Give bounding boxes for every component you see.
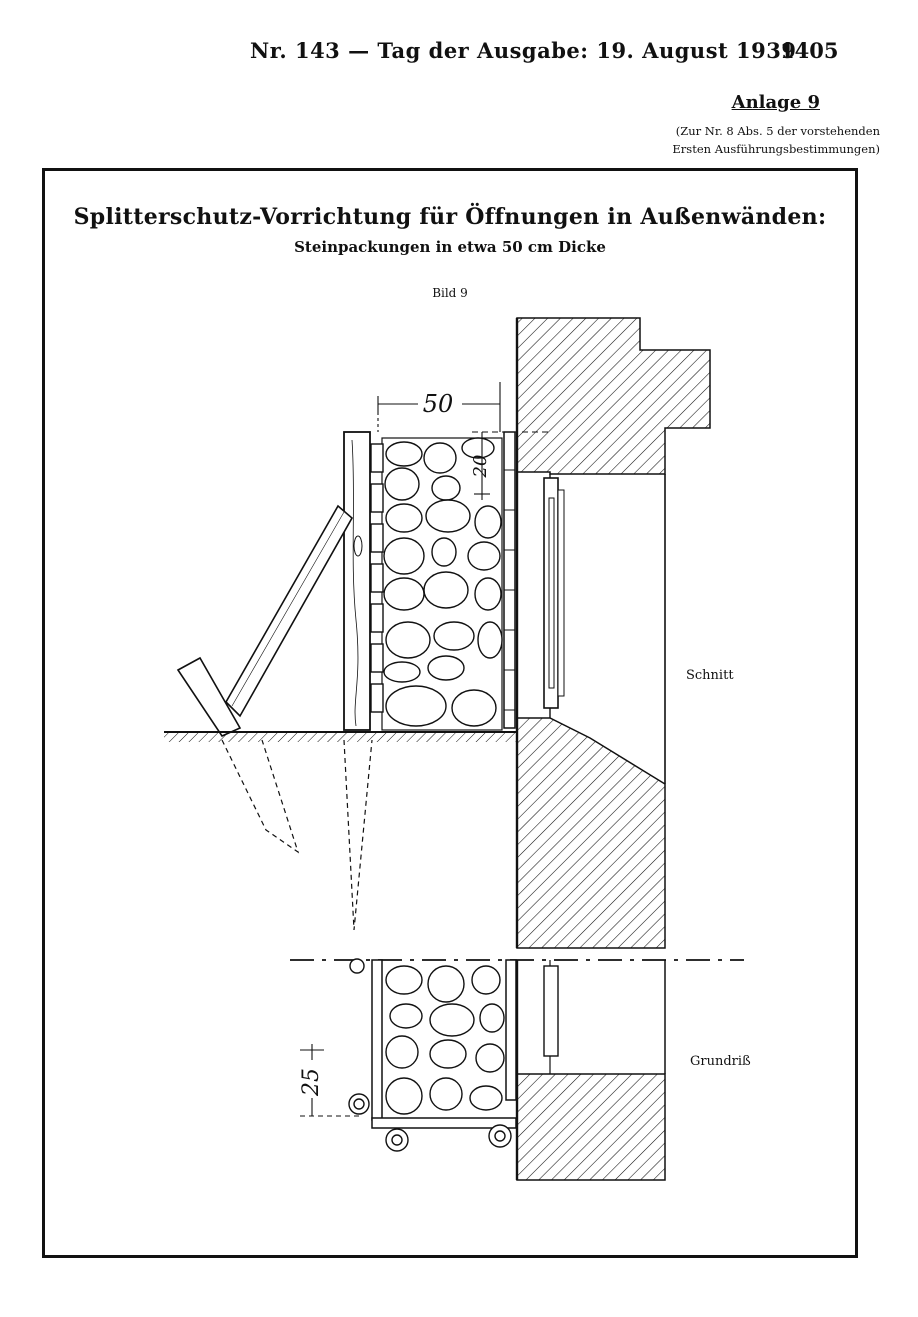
diagonal-strut: [176, 504, 354, 738]
issue-line: Nr. 143 — Tag der Ausgabe: 19. August 19…: [250, 38, 797, 63]
section-label: Schnitt: [686, 668, 734, 683]
ground-line: [164, 731, 517, 742]
plan-view: 25: [290, 958, 744, 1181]
wall-hatch: [515, 317, 711, 949]
battens: [370, 443, 384, 713]
dimension-50-label: 50: [423, 390, 454, 418]
annex-label: Anlage 9: [731, 92, 820, 113]
round-logs: [348, 958, 512, 1152]
plan-stones: [385, 965, 505, 1115]
figure-title: Splitterschutz-Vorrichtung für Öffnungen…: [73, 204, 827, 230]
dimension-25: [300, 1044, 360, 1117]
vertical-post: [343, 431, 371, 731]
annex-reference-line2: Ersten Ausführungsbestimmungen): [672, 142, 880, 156]
stone-packing: [381, 437, 503, 731]
dimension-50: [377, 382, 501, 432]
annex-reference: (Zur Nr. 8 Abs. 5 der vorstehenden Erste…: [620, 122, 880, 158]
figure-label: Bild 9: [432, 286, 468, 300]
dimension-20-label: 20: [470, 455, 491, 479]
figure-subtitle: Steinpackungen in etwa 50 cm Dicke: [294, 238, 606, 256]
dimension-20: [472, 431, 550, 500]
window-frame: [543, 477, 565, 709]
buried-stakes: [221, 739, 373, 931]
section-view: 50 20: [164, 317, 711, 949]
wall-boards: [503, 431, 516, 729]
annex-reference-line1: (Zur Nr. 8 Abs. 5 der vorstehenden: [675, 124, 880, 138]
page-header: Nr. 143 — Tag der Ausgabe: 19. August 19…: [0, 38, 918, 68]
page-number: 1405: [780, 38, 839, 63]
dimension-25-label: 25: [299, 1068, 324, 1097]
figure-frame: [42, 168, 858, 1258]
plan-label: Grundriß: [690, 1054, 751, 1069]
